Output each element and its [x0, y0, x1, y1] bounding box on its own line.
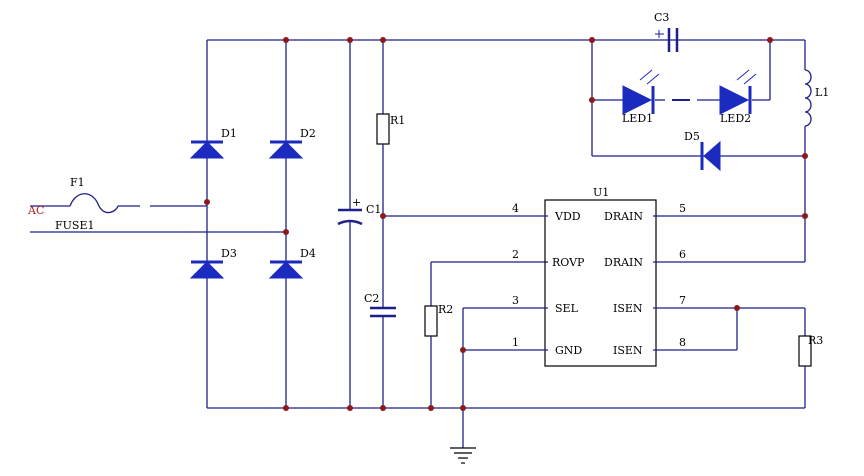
led-1: [622, 69, 660, 115]
label-l1: L1: [815, 86, 829, 99]
ic-u1: [544, 199, 657, 367]
ground-symbol: [450, 447, 476, 464]
svg-text:+: +: [352, 196, 361, 209]
pin-name-vdd: VDD: [554, 210, 581, 223]
led-2: [719, 69, 757, 115]
pin-num-4: 4: [512, 202, 519, 215]
pin-num-1: 1: [512, 336, 519, 349]
pin-num-6: 6: [679, 248, 686, 261]
pin-name-isen-7: ISEN: [613, 302, 643, 315]
pin-name-isen-8: ISEN: [613, 344, 643, 357]
diode-d5: [592, 140, 805, 172]
pin-num-7: 7: [679, 294, 686, 307]
label-c1: C1: [366, 203, 381, 216]
pin-name-sel: SEL: [555, 302, 579, 315]
capacitor-c3: [655, 28, 679, 52]
diode-d1: [189, 140, 225, 159]
label-ac: AC: [27, 204, 44, 217]
label-led1: LED1: [622, 112, 653, 125]
pin-num-2: 2: [512, 248, 519, 261]
pin-num-8: 8: [679, 336, 686, 349]
label-u1: U1: [593, 186, 609, 199]
label-fuse1: FUSE1: [55, 219, 94, 232]
junction-dots: [204, 37, 808, 411]
pin-name-gnd: GND: [555, 344, 582, 357]
label-r1: R1: [390, 114, 405, 127]
pin-name-drain-5: DRAIN: [604, 210, 643, 223]
label-c2: C2: [364, 292, 379, 305]
label-d4: D4: [300, 247, 316, 260]
diode-d3: [189, 260, 225, 279]
diode-d4: [268, 260, 304, 279]
label-led2: LED2: [720, 112, 751, 125]
label-r2: R2: [438, 303, 453, 316]
label-c3: C3: [654, 11, 669, 24]
label-d3: D3: [221, 247, 237, 260]
label-d1: D1: [221, 127, 237, 140]
pin-num-5: 5: [679, 202, 686, 215]
diode-d2: [268, 140, 304, 159]
inductor-l1: [804, 40, 812, 156]
pin-name-rovp: ROVP: [552, 256, 585, 269]
label-d2: D2: [300, 127, 316, 140]
resistor-r2: [424, 261, 548, 408]
label-r3: R3: [808, 334, 823, 347]
label-f1: F1: [70, 176, 85, 189]
pin-name-drain-6: DRAIN: [604, 256, 643, 269]
r1-c2-column: [370, 40, 396, 408]
pin-num-3: 3: [512, 294, 519, 307]
label-d5: D5: [684, 130, 700, 143]
ac-input-line: [30, 193, 207, 214]
capacitor-c1: +: [337, 40, 363, 408]
